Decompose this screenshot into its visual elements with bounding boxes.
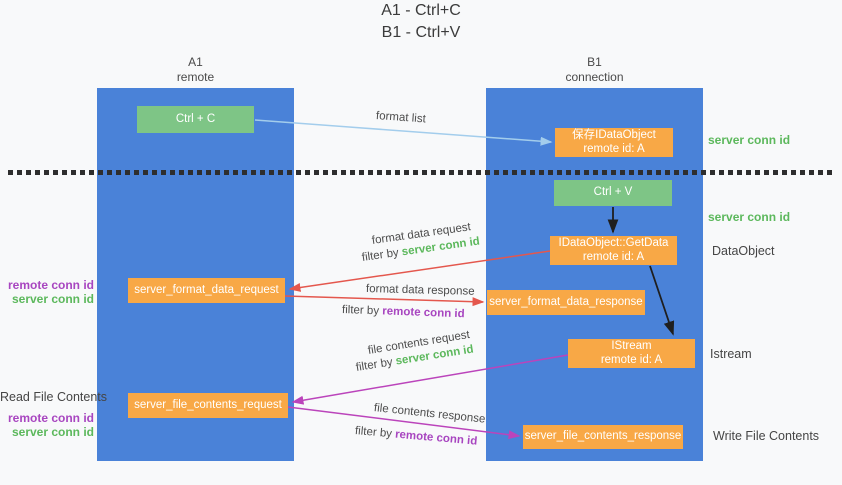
label-server-conn-id-mid: server conn id [708, 210, 791, 224]
lane-a1-role: remote [176, 70, 215, 84]
label-format-data-response: format data response [365, 283, 475, 298]
node-server-file-contents-request: server_file_contents_request [128, 393, 288, 418]
node-istream: IStream remote id: A [568, 339, 695, 368]
node-ctrl-c-label: Ctrl + C [175, 112, 216, 125]
dotted-separator-line [8, 170, 836, 175]
filter-remote-conn-id-value: remote conn id [382, 305, 465, 321]
lane-b1-name: B1 [587, 55, 602, 69]
node-server-format-data-response: server_format_data_response [487, 290, 645, 315]
node-ctrl-c: Ctrl + C [137, 106, 254, 133]
label-filter-by-remote-conn-id-1: filter by remote conn id [342, 304, 465, 320]
title-line-2: B1 - Ctrl+V [381, 24, 461, 41]
label-req1-server-conn-id: server conn id [11, 292, 94, 306]
label-filter-by-remote-conn-id-2: filter by remote conn id [354, 425, 477, 448]
lane-b1-role: connection [565, 70, 624, 84]
label-req1-remote-conn-id: remote conn id [7, 278, 94, 292]
node-format-request-label: server_format_data_request [134, 283, 279, 296]
label-dataobject: DataObject [712, 244, 775, 258]
filter-remote-conn-id-value: remote conn id [394, 428, 478, 448]
node-getdata-line1: IDataObject::GetData [558, 237, 669, 249]
node-file-response-label: server_file_contents_response [524, 430, 682, 443]
node-idataobject-getdata: IDataObject::GetData remote id: A [550, 236, 677, 265]
node-istream-line1: IStream [611, 340, 652, 352]
label-req2-remote-conn-id: remote conn id [7, 411, 94, 425]
node-save-idataobject: 保存IDataObject remote id: A [555, 128, 673, 157]
label-istream: Istream [710, 347, 752, 361]
node-ctrl-v: Ctrl + V [554, 180, 672, 206]
filter-by-prefix: filter by [361, 246, 403, 264]
lane-header-a1: A1 remote [97, 55, 294, 85]
node-ctrl-v-label: Ctrl + V [593, 186, 633, 199]
label-write-file-contents: Write File Contents [713, 429, 820, 443]
title-line-1: A1 - Ctrl+C [381, 2, 461, 19]
lane-a1-name: A1 [188, 55, 203, 69]
node-file-request-label: server_file_contents_request [134, 398, 282, 411]
label-server-conn-id-top: server conn id [708, 133, 791, 147]
node-getdata-line2: remote id: A [582, 250, 645, 263]
diagram-title: A1 - Ctrl+C B1 - Ctrl+V [0, 0, 842, 44]
label-read-file-contents: Read File Contents [0, 390, 108, 404]
label-format-list: format list [375, 110, 427, 126]
filter-by-prefix: filter by [355, 355, 397, 374]
label-file-contents-response: file contents response [373, 402, 486, 426]
filter-by-prefix: filter by [341, 304, 383, 318]
node-save-idataobject-line2: remote id: A [583, 142, 645, 155]
node-istream-line2: remote id: A [600, 353, 663, 366]
label-req2-server-conn-id: server conn id [11, 425, 94, 439]
filter-by-prefix: filter by [354, 425, 396, 441]
node-save-idataobject-line1: 保存IDataObject [572, 129, 656, 141]
lane-header-b1: B1 connection [486, 55, 703, 85]
node-format-response-label: server_format_data_response [489, 295, 643, 308]
node-server-file-contents-response: server_file_contents_response [523, 425, 683, 449]
node-server-format-data-request: server_format_data_request [128, 278, 285, 303]
